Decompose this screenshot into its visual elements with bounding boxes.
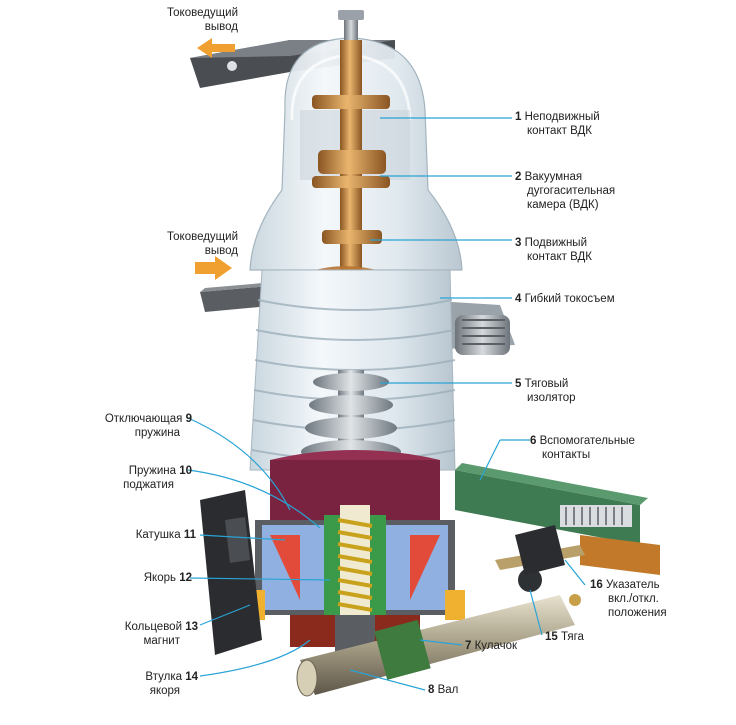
callout-leader-lines xyxy=(187,117,586,691)
leader-16 xyxy=(564,559,586,586)
side-bracket xyxy=(200,490,262,655)
arrow-right-icon xyxy=(195,256,232,280)
callout-1: 1 Неподвижный контакт ВДК xyxy=(515,111,600,137)
callout-15: 15 Тяга xyxy=(545,631,584,643)
callout-6: 6 Вспомогательные контакты xyxy=(530,435,635,461)
vdk-contacts xyxy=(312,10,390,375)
callout-8: 8 Вал xyxy=(428,684,459,696)
leader-9 xyxy=(187,417,291,511)
leader-14 xyxy=(199,639,311,677)
callout-2: 2 Вакуумная дугогасительная камера (ВДК) xyxy=(515,171,616,211)
leader-7 xyxy=(419,639,463,646)
callout-10: Пружина 10 поджатия xyxy=(123,465,192,491)
leader-8 xyxy=(349,669,426,691)
callout-7: 7 Кулачок xyxy=(465,640,518,652)
callout-16: 16 Указатель вкл./откл. положения xyxy=(590,579,667,619)
electromagnet xyxy=(245,505,465,655)
leader-10 xyxy=(187,469,321,529)
callout-12: Якорь 12 xyxy=(143,572,192,584)
callout-11: Катушка 11 xyxy=(135,529,196,541)
callout-3: 3 Подвижный контакт ВДК xyxy=(515,237,592,263)
main-shaft xyxy=(296,595,575,697)
leader-12 xyxy=(189,577,331,581)
terminal-label-middle: Токоведущий вывод xyxy=(167,231,238,257)
callout-5: 5 Тяговый изолятор xyxy=(515,378,576,404)
leader-6 xyxy=(479,439,530,481)
leader-15 xyxy=(529,589,543,636)
arrow-left-icon xyxy=(197,38,235,58)
linkage-rod xyxy=(495,525,585,606)
auxiliary-contacts-board xyxy=(455,463,660,575)
callout-4: 4 Гибкий токосъем xyxy=(515,293,615,305)
terminal-label-top: Токоведущий вывод xyxy=(167,7,238,33)
callout-13: Кольцевой 13 магнит xyxy=(124,621,198,647)
callout-9: Отключающая 9 пружина xyxy=(104,413,192,439)
leader-13 xyxy=(199,604,251,626)
middle-terminal-bar xyxy=(200,282,275,312)
actuator-housing xyxy=(270,450,440,520)
leader-11 xyxy=(199,534,286,541)
callout-14: Втулка 14 якоря xyxy=(145,671,198,697)
